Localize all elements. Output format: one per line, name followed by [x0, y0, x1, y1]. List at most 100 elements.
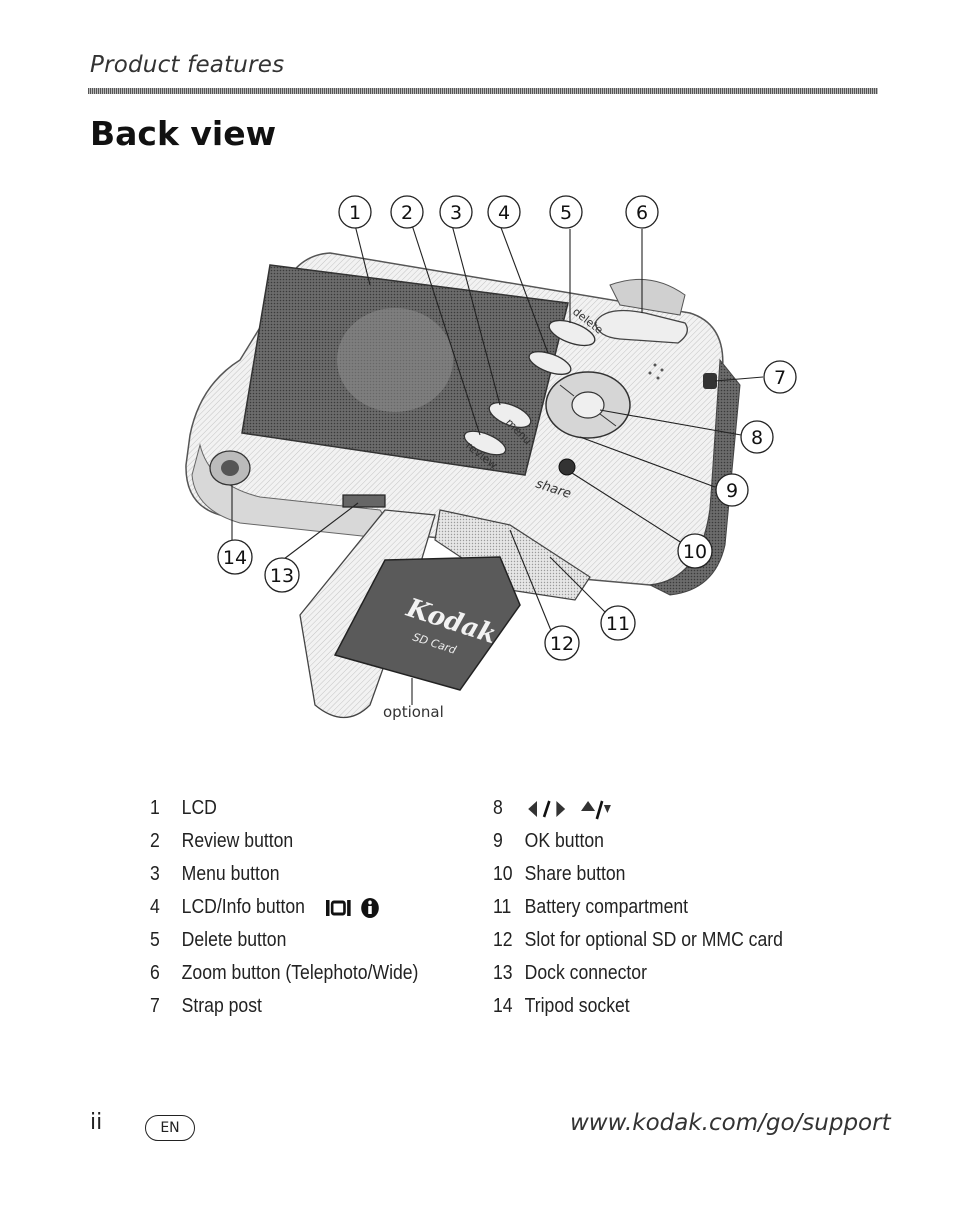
- legend-num: 3: [150, 863, 160, 885]
- callout-12: 12: [544, 625, 580, 661]
- menu-button: [488, 401, 532, 429]
- up-arrow-icon: [581, 800, 596, 811]
- legend-left-column: 1 LCD 2 Review button 3 Menu button 4 LCD/In…: [150, 792, 455, 1023]
- svg-text:8: 8: [751, 427, 763, 449]
- legend-num: 8: [493, 797, 503, 819]
- legend-text: Battery compartment: [524, 896, 689, 918]
- legend-text: Slot for optional SD or MMC card: [524, 929, 783, 951]
- svg-text:4: 4: [498, 202, 510, 224]
- tripod-socket: [209, 450, 251, 486]
- svg-text:12: 12: [550, 633, 574, 655]
- callout-9: 9: [715, 473, 749, 507]
- svg-text:10: 10: [683, 541, 707, 563]
- svg-text:14: 14: [223, 547, 247, 569]
- battery-compartment: [434, 509, 591, 601]
- four-way-controller: [545, 371, 631, 439]
- legend-text: Review button: [181, 830, 294, 852]
- legend-text: Dock connector: [524, 962, 647, 984]
- legend-num: 7: [150, 995, 160, 1017]
- callout-6: 6: [625, 195, 659, 229]
- legend-text: OK button: [524, 830, 604, 852]
- legend-text: LCD: [181, 797, 217, 819]
- camera-back-view-figure: delete menu review share: [180, 185, 800, 725]
- callout-7: 7: [763, 360, 797, 394]
- strap-post: [703, 373, 717, 389]
- legend-text: Delete button: [181, 929, 287, 951]
- legend-item: 2 Review button: [150, 825, 418, 858]
- legend-num: 11: [493, 896, 512, 918]
- info-icon: [361, 897, 379, 918]
- section-label: Product features: [90, 52, 285, 78]
- lcd-screen: [241, 264, 569, 476]
- legend-item: 8: [493, 792, 783, 825]
- svg-text:9: 9: [726, 480, 738, 502]
- leader-lines: [231, 224, 764, 705]
- legend-num: 14: [493, 995, 513, 1017]
- callout-11: 11: [600, 605, 636, 641]
- callout-14: 14: [217, 539, 253, 575]
- svg-text:5: 5: [560, 202, 572, 224]
- legend-text: Zoom button (Telephoto/Wide): [181, 962, 419, 984]
- legend-item: 9 OK button: [493, 825, 783, 858]
- legend-num: 10: [493, 863, 513, 885]
- legend-text: Strap post: [181, 995, 262, 1017]
- legend-item: 12 Slot for optional SD or MMC card: [493, 924, 783, 957]
- legend-item: 4 LCD/Info button: [150, 891, 418, 924]
- legend-num: 2: [150, 830, 160, 852]
- legend-num: 9: [493, 830, 503, 852]
- legend-item: 3 Menu button: [150, 858, 418, 891]
- legend-text: Menu button: [181, 863, 280, 885]
- legend-item: 13 Dock connector: [493, 957, 783, 990]
- support-url: www.kodak.com/go/support: [570, 1110, 891, 1136]
- legend-num: 5: [150, 929, 160, 951]
- callout-13: 13: [264, 557, 300, 593]
- callout-5: 5: [549, 195, 583, 229]
- legend-item: 1 LCD: [150, 792, 418, 825]
- language-badge: EN: [145, 1115, 195, 1141]
- delete-button: [548, 319, 596, 347]
- callout-10: 10: [677, 533, 713, 569]
- lcd-info-icons: [324, 897, 380, 919]
- legend-item: 6 Zoom button (Telephoto/Wide): [150, 957, 418, 990]
- legend-num: 13: [493, 962, 513, 984]
- legend-item: 5 Delete button: [150, 924, 418, 957]
- svg-text:6: 6: [636, 202, 648, 224]
- legend-right-column: 8 9 OK button 10 Share button 11 Battery co…: [493, 792, 822, 1023]
- nav-arrow-icons: [525, 797, 613, 821]
- page-title: Back view: [90, 114, 277, 153]
- dock-connector: [342, 494, 386, 508]
- legend-num: 4: [150, 896, 160, 918]
- legend-num: 6: [150, 962, 160, 984]
- legend-item: 11 Battery compartment: [493, 891, 783, 924]
- legend-text: Tripod socket: [524, 995, 630, 1017]
- header-rule: [88, 88, 878, 94]
- callout-4: 4: [487, 195, 521, 229]
- callout-2: 2: [390, 195, 424, 229]
- svg-text:7: 7: [774, 367, 786, 389]
- speaker-grille: [648, 363, 664, 380]
- share-button: [558, 458, 576, 476]
- right-arrow-icon: [556, 800, 566, 817]
- svg-text:2: 2: [401, 202, 413, 224]
- svg-text:1: 1: [349, 202, 361, 224]
- legend-text: Share button: [524, 863, 626, 885]
- zoom-button: [594, 278, 688, 344]
- lcd-icon: [326, 899, 351, 916]
- slash-divider: [542, 799, 551, 818]
- legend-text: LCD/Info button: [181, 896, 305, 918]
- slash-divider: [595, 800, 604, 819]
- page-number: ii: [90, 1110, 103, 1135]
- svg-text:3: 3: [450, 202, 462, 224]
- svg-text:13: 13: [270, 565, 294, 587]
- left-arrow-icon: [528, 800, 537, 817]
- optional-label: optional: [383, 703, 444, 721]
- callout-1: 1: [338, 195, 372, 229]
- legend-num: 1: [150, 797, 160, 819]
- callout-8: 8: [740, 420, 774, 454]
- down-arrow-icon: [603, 804, 611, 813]
- sd-card: Kodak SD Card: [333, 556, 521, 691]
- legend-num: 12: [493, 929, 513, 951]
- svg-text:11: 11: [606, 613, 630, 635]
- lcd-info-button: [528, 351, 572, 375]
- legend-item: 7 Strap post: [150, 990, 418, 1023]
